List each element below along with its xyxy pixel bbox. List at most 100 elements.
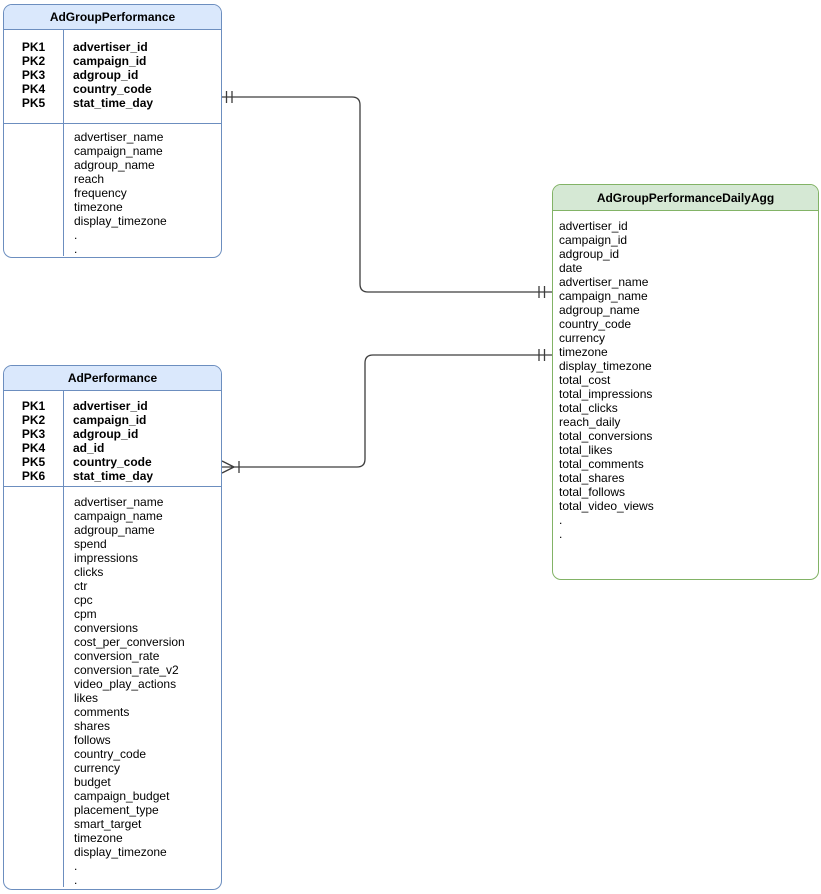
field-row: display_timezone [74, 214, 167, 228]
field-row: total_likes [559, 443, 613, 457]
pk-field-name: adgroup_id [73, 427, 139, 441]
field-row: placement_type [74, 803, 159, 817]
pk-label: PK4 [21, 82, 46, 96]
field-row: display_timezone [74, 845, 167, 859]
pk-label: PK1 [21, 40, 46, 54]
pk-column-divider [63, 391, 65, 887]
primary-key-row: PK6 stat_time_day [4, 469, 221, 483]
connector-line [222, 96, 552, 293]
pk-field-name: country_code [73, 455, 152, 469]
pk-label: PK3 [21, 427, 46, 441]
pk-field-name: advertiser_id [73, 399, 148, 413]
pk-label: PK5 [21, 96, 46, 110]
primary-key-row: PK2 campaign_id [4, 54, 221, 68]
pk-field-name: ad_id [73, 441, 105, 455]
one-and-only-one-marker [225, 91, 233, 103]
field-row: comments [74, 705, 130, 719]
field-row: total_comments [559, 457, 644, 471]
field-row: reach [74, 172, 105, 186]
field-row: advertiser_name [559, 275, 649, 289]
field-row: adgroup_name [74, 158, 155, 172]
entity-body: PK1 advertiser_id PK2 campaign_id PK3 ad… [4, 391, 221, 887]
field-row: . [74, 859, 78, 873]
field-row: shares [74, 719, 111, 733]
pk-field-name: advertiser_id [73, 40, 148, 54]
field-row: budget [74, 775, 111, 789]
entity-adgroup-performance[interactable]: AdGroupPerformance PK1 advertiser_id PK2… [3, 4, 222, 258]
entity-adgroup-performance-daily-agg[interactable]: AdGroupPerformanceDailyAgg advertiser_id… [552, 184, 819, 580]
field-row: adgroup_id [559, 247, 620, 261]
pk-field-name: stat_time_day [73, 96, 154, 110]
field-row: total_clicks [559, 401, 618, 415]
pk-field-name: campaign_id [73, 54, 147, 68]
field-row: cost_per_conversion [74, 635, 185, 649]
field-row: conversion_rate_v2 [74, 663, 179, 677]
field-row: timezone [559, 345, 608, 359]
field-row: . [74, 873, 78, 887]
primary-key-row: PK2 campaign_id [4, 413, 221, 427]
primary-key-section: PK1 advertiser_id PK2 campaign_id PK3 ad… [4, 30, 221, 123]
field-row: ctr [74, 579, 88, 593]
field-section: advertiser_name campaign_name adgroup_na… [4, 123, 221, 256]
field-row: campaign_name [74, 144, 163, 158]
field-row: total_video_views [559, 499, 654, 513]
field-row: adgroup_name [559, 303, 640, 317]
field-row: country_code [74, 747, 147, 761]
field-row: conversion_rate [74, 649, 160, 663]
entity-body: PK1 advertiser_id PK2 campaign_id PK3 ad… [4, 30, 221, 256]
crow-foot-many-marker [221, 460, 240, 474]
pk-field-name: country_code [73, 82, 152, 96]
field-row: . [74, 242, 78, 256]
pk-field-name: campaign_id [73, 413, 147, 427]
pk-label: PK3 [21, 68, 46, 82]
field-section: advertiser_id campaign_id adgroup_id dat… [553, 211, 818, 541]
field-row: campaign_budget [74, 789, 170, 803]
field-row: advertiser_id [559, 219, 628, 233]
entity-ad-performance[interactable]: AdPerformance PK1 advertiser_id PK2 camp… [3, 365, 222, 890]
entity-body: advertiser_id campaign_id adgroup_id dat… [553, 211, 818, 541]
field-row: likes [74, 691, 99, 705]
field-row: timezone [74, 831, 123, 845]
connector-adperformance-to-dailyagg[interactable] [221, 349, 552, 474]
primary-key-row: PK1 advertiser_id [4, 40, 221, 54]
field-row: conversions [74, 621, 139, 635]
pk-label: PK2 [21, 54, 46, 68]
pk-field-name: adgroup_id [73, 68, 139, 82]
field-row: cpc [74, 593, 93, 607]
pk-label: PK6 [21, 469, 46, 483]
primary-key-row: PK1 advertiser_id [4, 399, 221, 413]
pk-label: PK5 [21, 455, 46, 469]
primary-key-row: PK3 adgroup_id [4, 427, 221, 441]
one-and-only-one-marker [538, 286, 546, 298]
field-row: clicks [74, 565, 104, 579]
connector-adgroupperformance-to-dailyagg[interactable] [222, 91, 552, 298]
primary-key-row: PK3 adgroup_id [4, 68, 221, 82]
field-row: reach_daily [559, 415, 621, 429]
pk-column-divider [63, 30, 65, 256]
entity-title: AdGroupPerformanceDailyAgg [553, 185, 818, 211]
entity-title: AdGroupPerformance [4, 5, 221, 30]
field-row: total_impressions [559, 387, 653, 401]
field-row: currency [559, 331, 606, 345]
field-row: date [559, 261, 583, 275]
primary-key-row: PK5 country_code [4, 455, 221, 469]
connector-line [222, 354, 552, 468]
field-row: smart_target [74, 817, 142, 831]
entity-title: AdPerformance [4, 366, 221, 391]
field-row: campaign_name [74, 509, 163, 523]
one-and-only-one-marker [538, 349, 546, 361]
pk-field-name: stat_time_day [73, 469, 154, 483]
field-row: follows [74, 733, 111, 747]
field-row: country_code [559, 317, 632, 331]
field-row: . [559, 513, 563, 527]
field-row: frequency [74, 186, 127, 200]
primary-key-section: PK1 advertiser_id PK2 campaign_id PK3 ad… [4, 391, 221, 486]
field-row: campaign_id [559, 233, 628, 247]
field-row: currency [74, 761, 121, 775]
field-row: total_shares [559, 471, 625, 485]
field-row: advertiser_name [74, 495, 164, 509]
field-row: video_play_actions [74, 677, 177, 691]
field-row: campaign_name [559, 289, 648, 303]
field-row: . [559, 527, 563, 541]
